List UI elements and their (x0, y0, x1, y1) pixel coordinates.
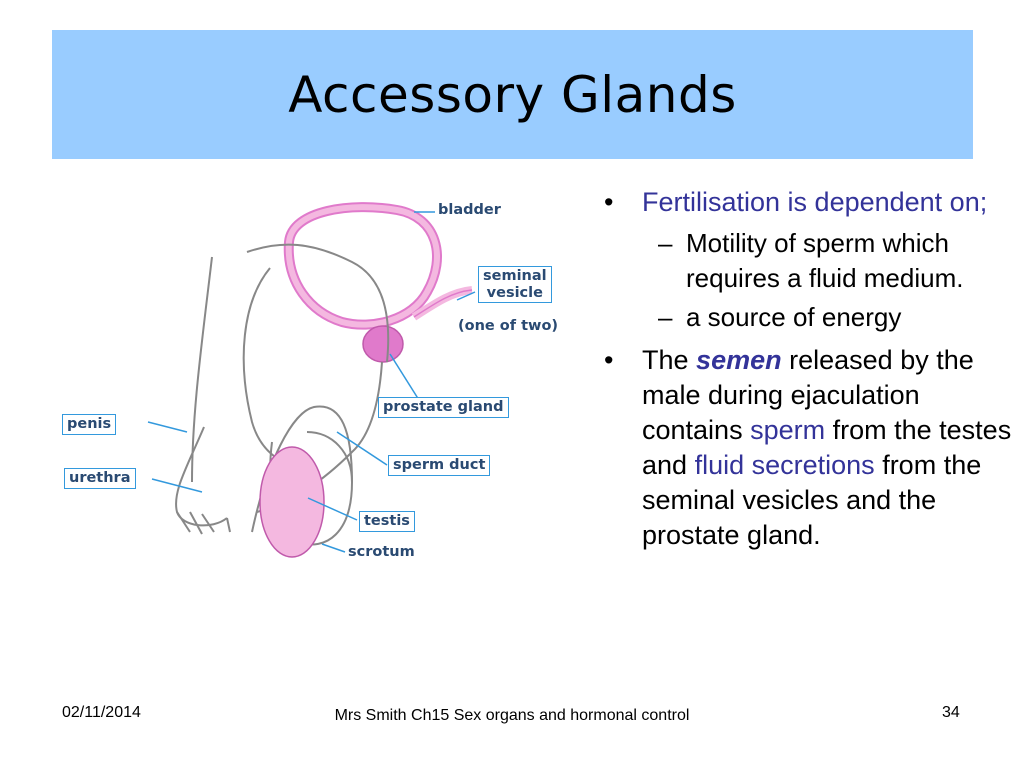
bullet-dot-icon: • (604, 345, 614, 375)
fluid-secretions-keyword: fluid secretions (694, 450, 875, 480)
bullet-text-fertilisation: Fertilisation is dependent on; (642, 187, 988, 217)
sub-bullet-energy: – a source of energy (600, 300, 1020, 335)
dash-icon: – (658, 228, 673, 258)
footer-page-number: 34 (942, 704, 960, 721)
label-seminal-line2: vesicle (486, 284, 543, 301)
dash-icon: – (658, 302, 673, 332)
bullet-list: • Fertilisation is dependent on; – Motil… (600, 185, 1020, 553)
semen-text-pre: The (642, 345, 689, 375)
prostate-shape (362, 325, 404, 363)
footer-title: Mrs Smith Ch15 Sex organs and hormonal c… (334, 707, 690, 724)
sub-bullet-text-energy: a source of energy (686, 302, 902, 332)
label-penis: penis (62, 414, 117, 435)
semen-keyword: semen (696, 345, 782, 375)
semen-text-b: from the testes and (642, 415, 1012, 480)
label-testis: testis (359, 511, 415, 532)
label-prostate-gland: prostate gland (378, 397, 509, 418)
footer-date: 02/11/2014 (62, 704, 141, 721)
label-seminal-line1: seminal (483, 268, 547, 284)
label-seminal-vesicle: seminal vesicle (478, 266, 552, 304)
bullet-item-semen: • The semen released by the male during … (600, 343, 1020, 553)
diagram-drawing (147, 202, 476, 558)
label-scrotum: scrotum (348, 544, 415, 560)
sub-bullet-text-motility: Motility of sperm which requires a fluid… (686, 228, 964, 293)
slide-title: Accessory Glands (288, 65, 737, 124)
semen-text-c: from the seminal vesicles and the prosta… (642, 450, 982, 550)
bullet-item-fertilisation: • Fertilisation is dependent on; (600, 185, 1020, 220)
semen-text-a: released by the male during ejaculation … (642, 345, 974, 445)
label-sperm-duct: sperm duct (388, 455, 491, 476)
label-bladder: bladder (438, 202, 501, 218)
sperm-keyword: sperm (750, 415, 826, 445)
title-banner: Accessory Glands (52, 30, 973, 159)
male-reproductive-diagram: bladder seminal vesicle (one of two) pro… (52, 182, 592, 577)
label-urethra: urethra (64, 468, 136, 489)
label-one-of-two: (one of two) (458, 318, 559, 334)
sub-bullet-motility: – Motility of sperm which requires a flu… (600, 226, 1020, 296)
bullet-dot-icon: • (604, 187, 614, 217)
testis-shape (259, 446, 325, 558)
